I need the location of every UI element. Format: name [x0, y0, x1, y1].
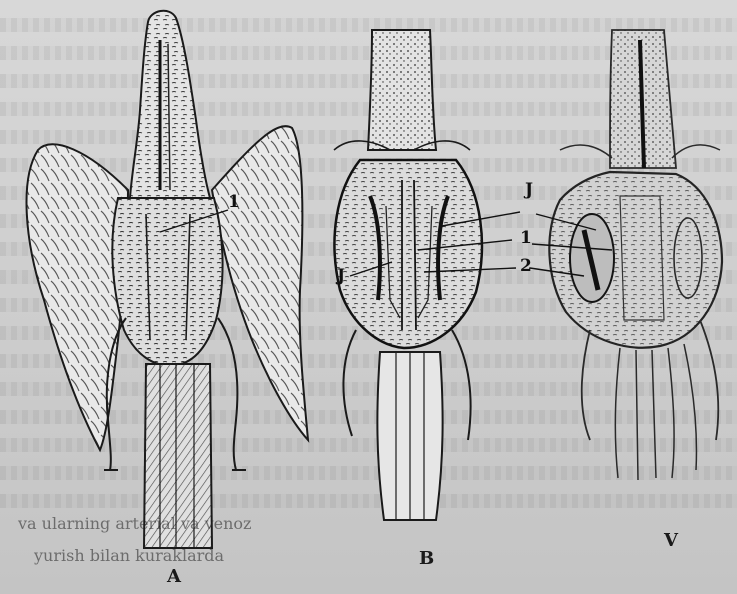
label-b-j-right: J [525, 180, 533, 200]
panel-a-bird [27, 11, 308, 548]
label-b-j-left: J [337, 266, 345, 286]
label-b-2: 2 [520, 256, 532, 276]
label-b-1: 1 [520, 228, 532, 248]
faded-text-line-2: yurish bilan kuraklarda [34, 546, 224, 565]
panel-v-bird [530, 30, 722, 480]
panel-label-v: V [664, 530, 678, 551]
panel-label-b: B [419, 548, 434, 569]
label-a-1: 1 [228, 192, 240, 212]
panel-b-bird [334, 30, 520, 520]
panel-label-a: A [167, 566, 181, 587]
faded-text-line-1: va ularning arterial va venoz [18, 514, 251, 533]
tail-v [615, 344, 696, 480]
